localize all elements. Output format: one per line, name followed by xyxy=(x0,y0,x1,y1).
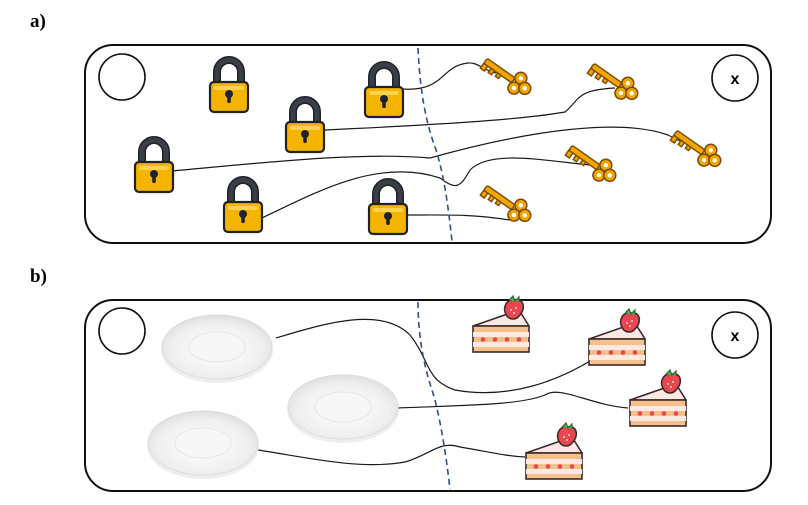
connection-line xyxy=(397,391,629,409)
panel-a-divider xyxy=(417,47,453,242)
panel-b-source-node xyxy=(98,307,146,355)
plate-icon xyxy=(286,374,400,444)
connection-line xyxy=(275,318,596,394)
panel-b-connections xyxy=(257,318,629,466)
connection-line xyxy=(324,87,616,131)
panel-b-label: b) xyxy=(30,266,47,287)
panel-a-label: a) xyxy=(30,11,46,32)
panel-b: x xyxy=(84,295,772,492)
panel-a: x xyxy=(84,44,772,244)
panel-a-sink-node xyxy=(711,54,759,102)
panel-a-source-node xyxy=(98,53,146,101)
connection-line xyxy=(171,126,681,172)
panel-a-frame xyxy=(84,44,772,244)
panel-b-sink-node xyxy=(711,311,759,359)
connection-line xyxy=(257,444,526,466)
plate-icon xyxy=(160,314,274,384)
panel-a-sink-label: x xyxy=(731,71,740,88)
panel-a-connections xyxy=(171,62,681,221)
panel-b-sink-label: x xyxy=(731,328,740,345)
connection-line xyxy=(261,157,591,219)
plate-icon xyxy=(146,410,260,480)
connection-line xyxy=(405,214,511,221)
